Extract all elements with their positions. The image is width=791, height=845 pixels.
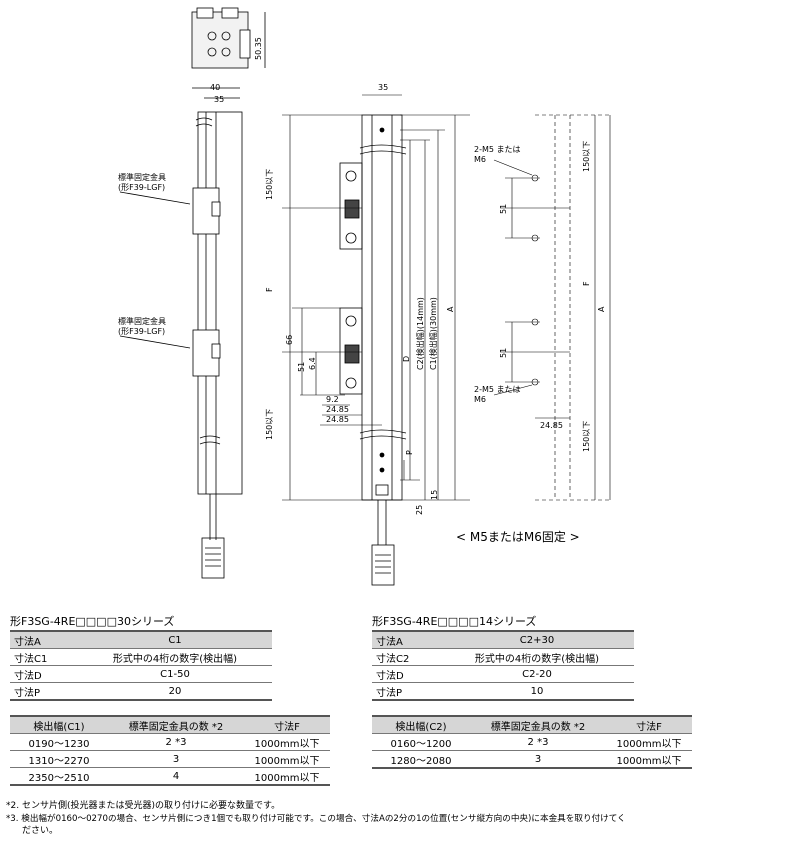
dim-9-2: 9.2 xyxy=(326,395,339,404)
mount-diagram xyxy=(535,114,610,501)
dim-150-r-bottom: 150以下 xyxy=(582,420,591,452)
technical-drawing xyxy=(119,7,611,586)
hole-label-bottom: 2-M5 または M6 xyxy=(474,385,521,404)
front-view xyxy=(339,114,407,586)
dim-A-mid: A xyxy=(446,306,455,312)
side-view xyxy=(119,87,243,579)
dim-150-r-top: 150以下 xyxy=(582,140,591,172)
dim-w40: 40 xyxy=(210,83,221,92)
note-2: *2. センサ片側(投光器または受光器)の取り付けに必要な数量です。 xyxy=(6,801,281,811)
series14-title: 形F3SG-4RE□□□□14シリーズ xyxy=(372,615,537,628)
dim-24-85-b: 24.85 xyxy=(326,415,349,424)
hole-label-top: 2-M5 または M6 xyxy=(474,145,521,164)
dim-24-85-a: 24.85 xyxy=(326,405,349,414)
dim-51-mid: 51 xyxy=(297,361,306,372)
series30-title: 形F3SG-4RE□□□□30シリーズ xyxy=(10,615,175,628)
note-3: *3. 検出幅が0160～0270の場合、センサ片側につき1個でも取り付け可能で… xyxy=(6,814,626,824)
dim-D: D xyxy=(402,355,411,362)
dim-24-85-r: 24.85 xyxy=(540,421,563,430)
dim-P: P xyxy=(405,450,414,455)
dim-height-top: 50.35 xyxy=(254,37,263,60)
top-view-bracket xyxy=(191,7,266,69)
dim-C2: C2(検出幅)(14mm) xyxy=(416,297,425,370)
dim-25: 25 xyxy=(415,504,424,515)
dim-51-r2: 51 xyxy=(499,347,508,358)
bracket-label-1-line1: 標準固定金具 xyxy=(118,173,166,182)
dim-51-r1: 51 xyxy=(499,203,508,214)
dim-150-top: 150以下 xyxy=(265,168,274,200)
bracket-label-2-line2: (形F39-LGF) xyxy=(118,327,166,336)
dim-66: 66 xyxy=(285,334,294,345)
bracket-label-2-line1: 標準固定金具 xyxy=(118,317,166,326)
dim-F-right: F xyxy=(582,281,591,286)
dim-F-mid: F xyxy=(265,287,274,292)
dim-6-4: 6.4 xyxy=(308,357,317,370)
dim-w35-mid: 35 xyxy=(378,83,389,92)
dim-C1: C1(検出幅)(30mm) xyxy=(429,297,438,370)
dim-150-bottom: 150以下 xyxy=(265,408,274,440)
dim-15: 15 xyxy=(430,489,439,500)
bracket-label-1-line2: (形F39-LGF) xyxy=(118,183,166,192)
note-3-cont: ださい。 xyxy=(22,826,59,836)
dim-w35-left: 35 xyxy=(214,95,225,104)
dim-A-right: A xyxy=(597,306,606,312)
mount-dims xyxy=(493,115,611,500)
mount-caption: < M5またはM6固定 > xyxy=(456,530,580,544)
